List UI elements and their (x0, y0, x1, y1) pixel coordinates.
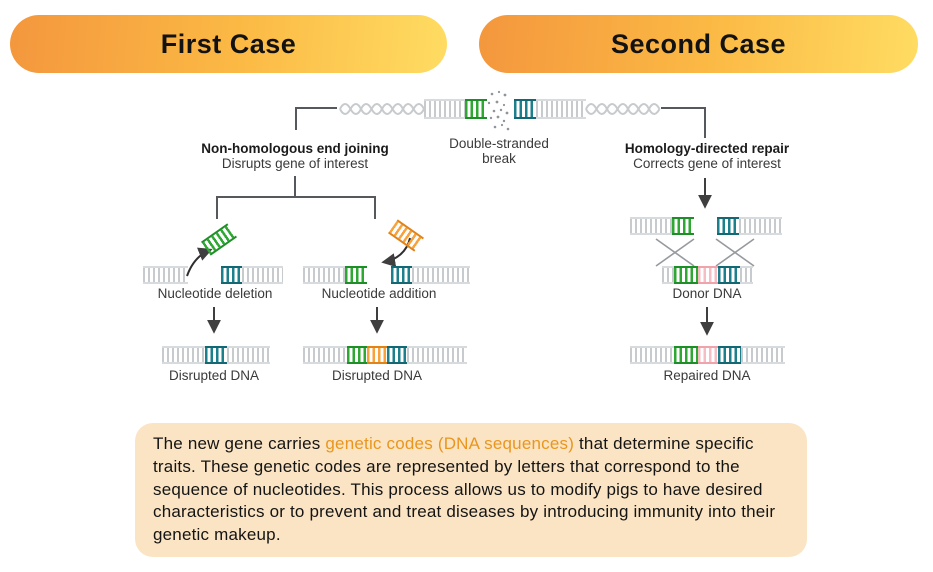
dna-helix-right-coil (585, 103, 661, 115)
hdr-title: Homology-directed repair (624, 141, 790, 156)
second-case-pill: Second Case (479, 15, 918, 73)
note-box: The new gene carries genetic codes (DNA … (135, 423, 807, 557)
dna-segment-teal (387, 346, 407, 364)
dna-segment-gray (424, 99, 465, 119)
dna-segment-green (672, 217, 694, 235)
dna-segment-gray (227, 346, 270, 364)
note-highlight: genetic codes (DNA sequences) (325, 434, 575, 453)
dna-segment-green (347, 346, 367, 364)
recombination-cross-left-icon (655, 238, 695, 267)
dna-segment-teal (717, 217, 739, 235)
dna-segment-gray (630, 217, 672, 235)
dna-segment-gray (536, 99, 586, 119)
deletion-label: Nucleotide deletion (157, 286, 273, 301)
break-label: Double-stranded break (449, 136, 549, 166)
disrupted-dna-strand-2 (303, 346, 467, 364)
disrupted-dna-strand-1 (162, 346, 270, 364)
second-case-label: Second Case (610, 28, 787, 59)
dna-segment-gray (412, 266, 470, 284)
addition-label: Nucleotide addition (321, 286, 437, 301)
dna-segment-gray (143, 266, 188, 284)
dna-segment-gray (740, 266, 753, 284)
dna-segment-pink (698, 346, 718, 364)
dna-segment-gap (367, 266, 391, 284)
donor-dna-label: Donor DNA (672, 286, 742, 301)
broken-dna-left-piece (630, 217, 694, 235)
dna-segment-pink (698, 266, 718, 284)
dna-segment-green (345, 266, 367, 284)
dna-segment-gap (188, 266, 221, 284)
repaired-dna-strand (630, 346, 785, 364)
dna-segment-gray (662, 266, 674, 284)
dna-segment-green (674, 266, 698, 284)
dna-segment-teal (391, 266, 412, 284)
dna-segment-green (465, 99, 487, 119)
dna-helix-left-coil (339, 103, 425, 115)
dna-segment-orange (367, 346, 387, 364)
dna-segment-gray (741, 346, 785, 364)
dna-segment-teal (205, 346, 227, 364)
excised-nucleotide-fragment-icon (201, 223, 237, 256)
dna-segment-green (674, 346, 698, 364)
dna-segment-teal (718, 346, 741, 364)
dna-segment-teal (514, 99, 536, 119)
inserted-nucleotide-fragment-icon (388, 219, 424, 252)
first-case-label: First Case (160, 28, 297, 59)
dna-top-right-piece (514, 99, 586, 119)
nhej-subtitle: Disrupts gene of interest (221, 156, 369, 171)
break-debris-icon (487, 90, 510, 131)
dna-segment-gray (303, 266, 345, 284)
donor-dna-strand (662, 266, 753, 284)
dna-segment-teal (221, 266, 242, 284)
broken-dna-right-piece (717, 217, 782, 235)
bracket-left (295, 107, 337, 130)
dna-segment-gray (407, 346, 467, 364)
note-text-after: that determine specific traits. These ge… (153, 434, 776, 545)
nhej-title: Non-homologous end joining (201, 141, 389, 156)
note-text-before: The new gene carries (153, 434, 326, 453)
dna-segment-teal (718, 266, 740, 284)
dna-segment-gray (242, 266, 283, 284)
first-case-pill: First Case (10, 15, 447, 73)
bracket-right (661, 107, 706, 138)
dna-segment-gray (162, 346, 205, 364)
deletion-dna-strand (143, 266, 283, 284)
recombination-cross-right-icon (715, 238, 755, 267)
repaired-dna-label: Repaired DNA (663, 368, 751, 383)
disrupted-dna-label-2: Disrupted DNA (331, 368, 423, 383)
addition-dna-strand (303, 266, 470, 284)
dna-segment-gray (630, 346, 674, 364)
dna-top-left-piece (424, 99, 487, 119)
hdr-subtitle: Corrects gene of interest (633, 156, 781, 171)
dna-segment-gray (739, 217, 782, 235)
dna-segment-gray (303, 346, 347, 364)
branch-split-bracket (216, 176, 376, 219)
disrupted-dna-label-1: Disrupted DNA (168, 368, 260, 383)
